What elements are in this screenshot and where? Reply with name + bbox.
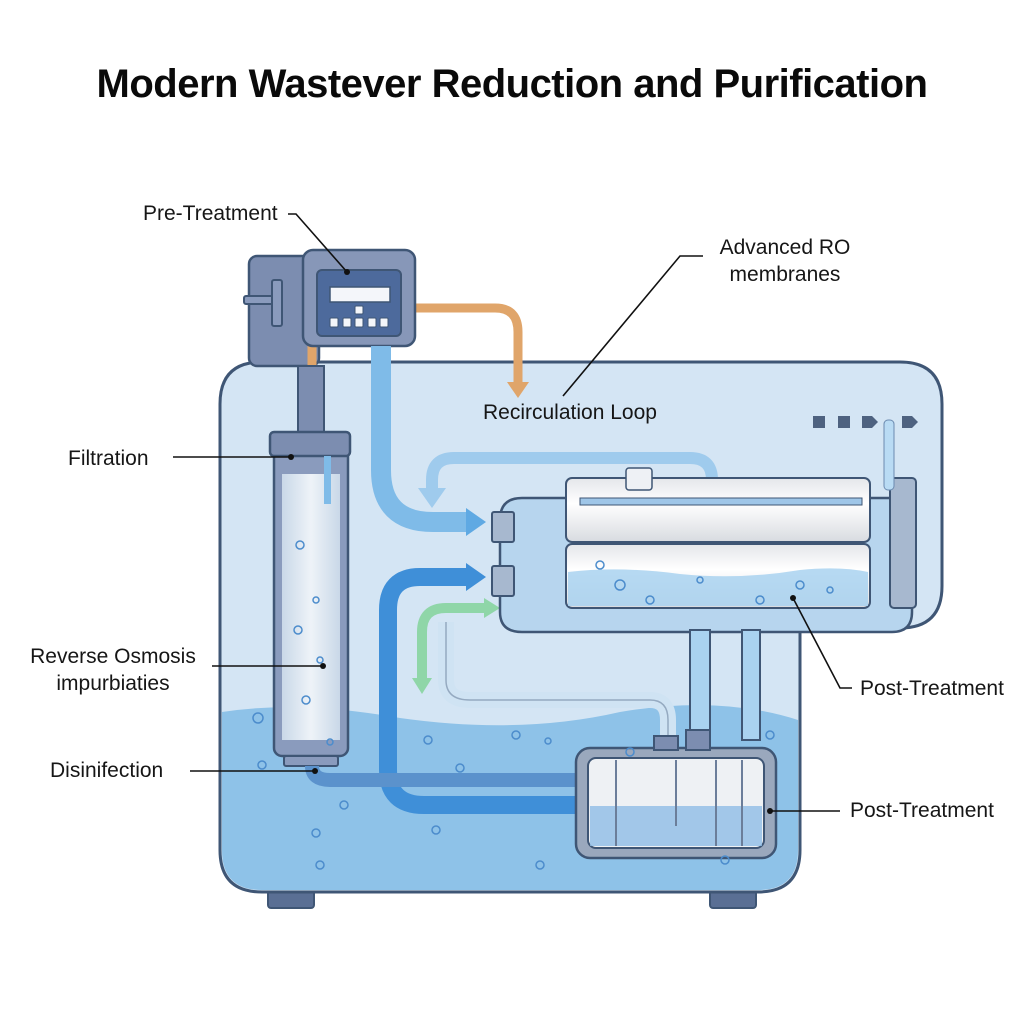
leader-advanced-ro bbox=[562, 255, 703, 397]
leader-dot bbox=[767, 808, 773, 814]
leader-dot bbox=[320, 663, 326, 669]
leader-pre-treatment bbox=[288, 213, 348, 273]
filter-media bbox=[282, 474, 340, 740]
membrane-cap-lower bbox=[491, 565, 515, 597]
label-advanced-ro-line1: Advanced RO bbox=[719, 236, 851, 259]
label-post-treatment-upper: Post-Treatment bbox=[860, 677, 1004, 700]
arrow-feed bbox=[466, 508, 486, 536]
arrow-green-down bbox=[412, 678, 432, 694]
label-recirculation-loop: Recirculation Loop bbox=[483, 401, 657, 424]
pipe-concentrate bbox=[438, 622, 676, 740]
leader-dot bbox=[288, 454, 294, 460]
label-reverse-osmosis: Reverse Osmosis impurbiaties bbox=[18, 643, 208, 697]
filter-outlet-pipe bbox=[305, 765, 580, 787]
output-tube bbox=[883, 419, 895, 491]
arrow-return bbox=[466, 563, 486, 591]
label-reverse-osmosis-line2: impurbiaties bbox=[56, 672, 170, 695]
leader-post-treatment-upper bbox=[792, 597, 852, 689]
label-filtration: Filtration bbox=[68, 447, 149, 470]
controller-buttons bbox=[329, 305, 389, 328]
label-post-treatment-lower: Post-Treatment bbox=[850, 799, 994, 822]
post-treatment-port-right bbox=[685, 729, 711, 751]
label-advanced-ro-line2: membranes bbox=[729, 263, 841, 286]
leader-dot bbox=[344, 269, 350, 275]
label-advanced-ro: Advanced RO membranes bbox=[700, 234, 870, 288]
membrane-end-plate bbox=[889, 477, 917, 609]
pump-flange bbox=[271, 279, 283, 327]
membrane-cap-upper bbox=[491, 511, 515, 543]
pipe-feed bbox=[371, 346, 470, 532]
label-disinfection: Disinifection bbox=[50, 759, 164, 782]
leader-dot bbox=[790, 595, 796, 601]
drop-pipe-right bbox=[741, 629, 761, 741]
flow-indicator bbox=[813, 416, 918, 428]
filter-drip bbox=[324, 456, 331, 504]
leader-dot bbox=[312, 768, 318, 774]
label-pre-treatment: Pre-Treatment bbox=[143, 202, 278, 225]
label-reverse-osmosis-line1: Reverse Osmosis bbox=[30, 645, 196, 668]
membrane-upper-rod bbox=[579, 497, 863, 506]
membrane-upper bbox=[565, 477, 871, 543]
post-treatment-rods bbox=[615, 760, 743, 846]
pipe-recirculation bbox=[426, 452, 718, 505]
arrow-green-right bbox=[484, 598, 500, 618]
diagram-title: Modern Wastever Reduction and Purificati… bbox=[96, 62, 928, 106]
pipe-return bbox=[379, 568, 580, 814]
pipe-green bbox=[417, 603, 486, 680]
arrow-recirculation-down-left bbox=[418, 488, 446, 508]
arrow-orange bbox=[507, 382, 529, 398]
membrane-top-valve bbox=[625, 467, 653, 491]
filter-cap bbox=[268, 430, 352, 458]
controller-display bbox=[329, 286, 391, 303]
post-treatment-port-left bbox=[653, 735, 679, 751]
bubbles bbox=[252, 540, 834, 870]
